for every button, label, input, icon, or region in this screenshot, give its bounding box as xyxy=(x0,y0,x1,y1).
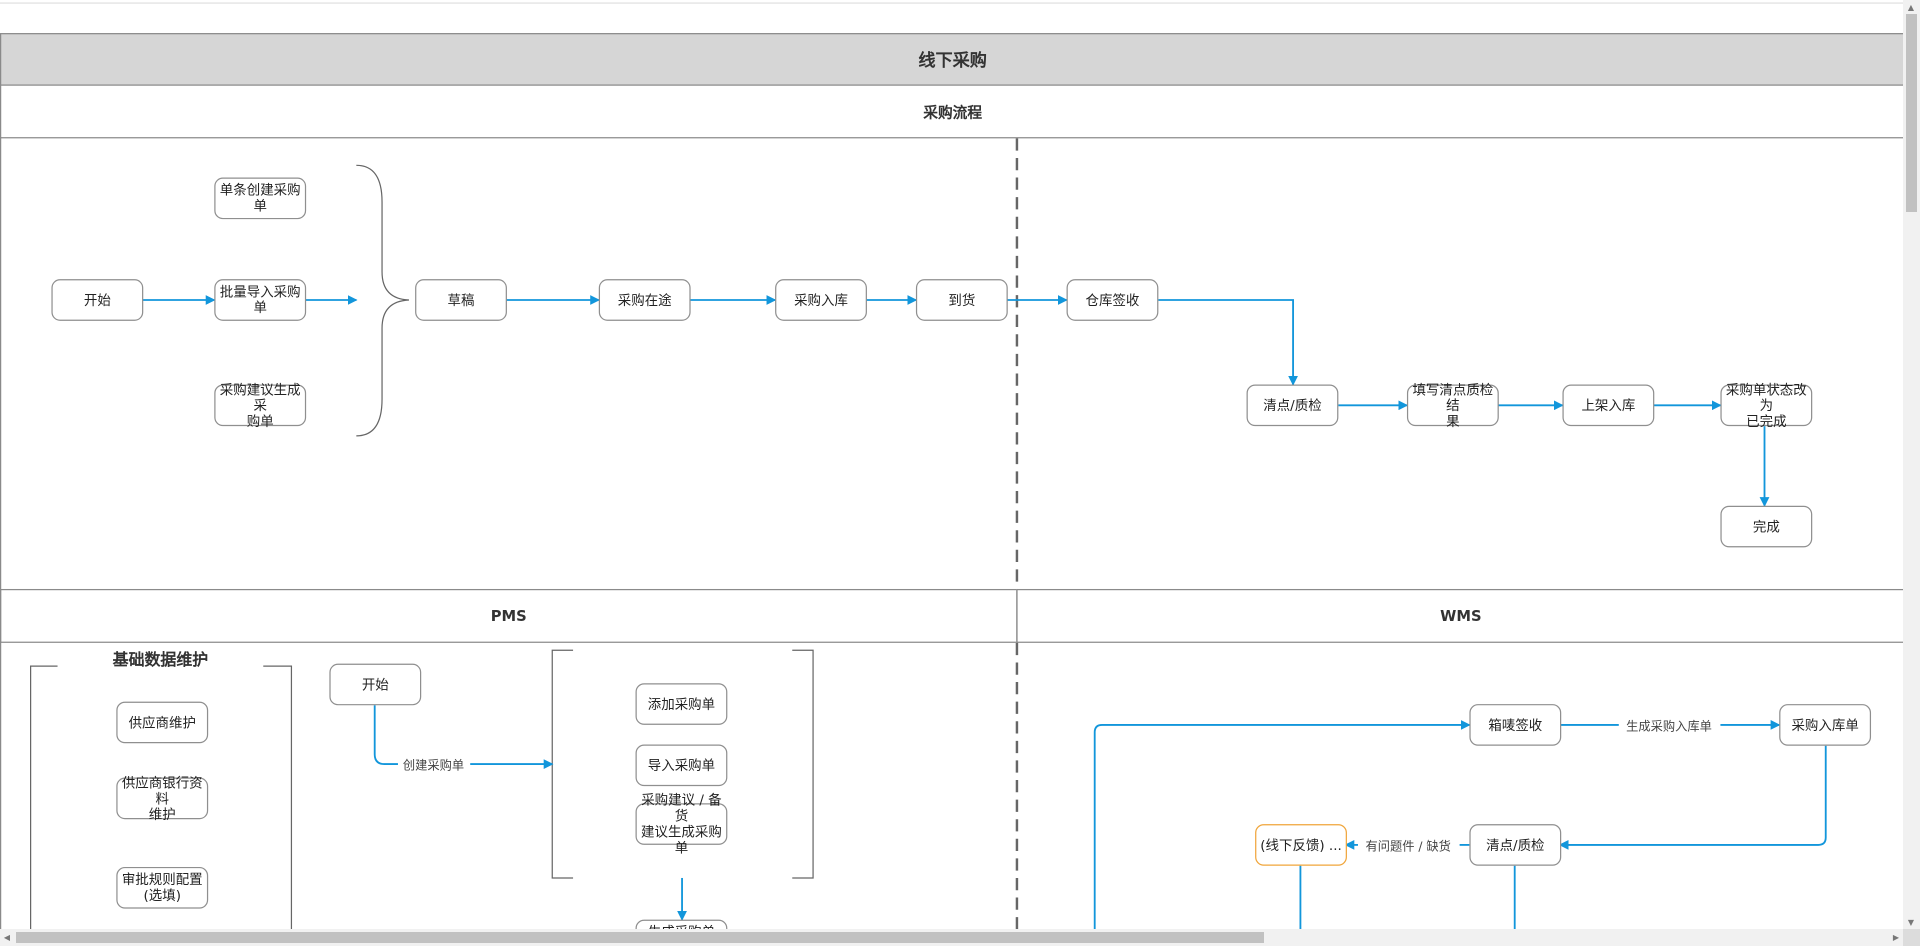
node-batch-import[interactable]: 批量导入采购单 xyxy=(214,279,307,321)
scroll-left-icon[interactable]: ◀ xyxy=(3,932,11,942)
diagram-stage: 线下采购 采购流程 PMS WMS xyxy=(0,2,1903,929)
scroll-up-icon[interactable]: ▲ xyxy=(1907,2,1915,12)
pms-node-approval-rule[interactable]: 审批规则配置 (选填) xyxy=(116,866,209,909)
wms-label-gen-inbound: 生成采购入库单 xyxy=(1622,715,1716,735)
node-shelf[interactable]: 上架入库 xyxy=(1562,384,1655,427)
vertical-scroll-thumb[interactable] xyxy=(1906,14,1917,212)
node-status-done[interactable]: 采购单状态改为 已完成 xyxy=(1720,381,1813,429)
node-draft[interactable]: 草稿 xyxy=(415,279,507,321)
pms-group-bracket xyxy=(30,665,293,929)
node-start[interactable]: 开始 xyxy=(51,279,144,321)
diagram-canvas: 线下采购 采购流程 PMS WMS xyxy=(0,2,1903,929)
top-divider xyxy=(0,2,1903,4)
wms-node-check-qc[interactable]: 清点/质检 xyxy=(1469,824,1562,866)
pms-label-create: 创建采购单 xyxy=(399,754,468,774)
wms-node-box-sign[interactable]: 箱唛签收 xyxy=(1469,704,1562,746)
pms-node-supplier-bank[interactable]: 供应商银行资料 维护 xyxy=(116,774,209,822)
node-suggestion-create[interactable]: 采购建议生成采 购单 xyxy=(214,381,307,429)
wms-node-offline-feedback[interactable]: (线下反馈) ... xyxy=(1255,824,1347,866)
scrollbar-corner xyxy=(1903,929,1920,946)
pms-node-add-po[interactable]: 添加采购单 xyxy=(635,683,728,725)
pms-node-suggest-po[interactable]: 采购建议 / 备货 建议生成采购单 xyxy=(635,792,728,856)
scroll-down-icon[interactable]: ▼ xyxy=(1907,917,1915,927)
vertical-scrollbar[interactable]: ▲ ▼ xyxy=(1903,0,1920,929)
horizontal-scroll-thumb[interactable] xyxy=(16,932,1264,943)
pms-node-generate-po[interactable]: 生成采购单 xyxy=(635,919,728,929)
node-arrival[interactable]: 到货 xyxy=(915,279,1008,321)
node-check-qc[interactable]: 清点/质检 xyxy=(1246,384,1339,427)
wms-label-issue: 有问题件 / 缺货 xyxy=(1361,835,1455,855)
arrow-wms-left-sign xyxy=(1093,720,1471,929)
wms-node-purchase-inbound[interactable]: 采购入库单 xyxy=(1779,704,1872,746)
scroll-right-icon[interactable]: ▶ xyxy=(1892,932,1900,942)
pms-node-import-po[interactable]: 导入采购单 xyxy=(635,744,728,787)
diagram-title: 线下采购 xyxy=(0,33,1903,86)
node-finish[interactable]: 完成 xyxy=(1720,505,1813,548)
node-fill-result[interactable]: 填写清点质检结 果 xyxy=(1406,381,1499,429)
pms-node-supplier[interactable]: 供应商维护 xyxy=(116,701,209,744)
node-single-create[interactable]: 单条创建采购单 xyxy=(214,177,307,220)
arrow-sign-check xyxy=(1158,299,1298,386)
horizontal-scrollbar[interactable]: ◀ ▶ xyxy=(0,929,1903,946)
arrow-wms-inbound-check xyxy=(1558,745,1827,850)
node-inbound[interactable]: 采购入库 xyxy=(775,279,867,321)
process-header: 采购流程 xyxy=(0,84,1903,139)
pms-node-start[interactable]: 开始 xyxy=(329,663,422,706)
lane-header-pms: PMS xyxy=(0,588,1018,643)
lane-header-wms: WMS xyxy=(1016,588,1903,643)
connector-layer xyxy=(0,137,1827,929)
node-warehouse-sign[interactable]: 仓库签收 xyxy=(1066,279,1159,321)
brace xyxy=(356,164,410,437)
node-in-transit[interactable]: 采购在途 xyxy=(598,279,691,321)
pms-group-title: 基础数据维护 xyxy=(112,651,209,670)
arrow-pms-start-create xyxy=(373,705,398,766)
